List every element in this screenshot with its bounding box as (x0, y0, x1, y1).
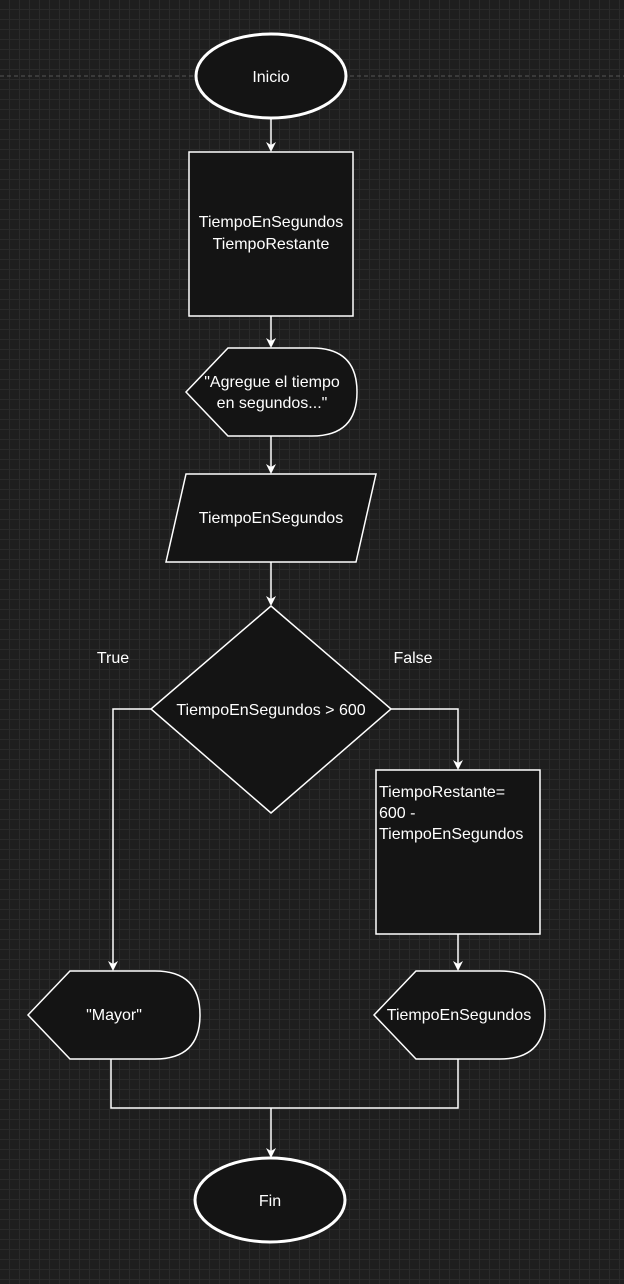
display-true[interactable]: "Mayor" (26, 970, 201, 1060)
process-line3: TiempoEnSegundos (379, 826, 523, 843)
decision-diamond[interactable]: TiempoEnSegundos > 600 (149, 605, 393, 814)
calc-process[interactable]: TiempoRestante= 600 - TiempoEnSegundos (375, 769, 541, 935)
decision-label: TiempoEnSegundos > 600 (176, 702, 365, 719)
edge-decision-false (391, 708, 463, 770)
declare-line2: TiempoRestante (213, 236, 330, 253)
edge-false-merge (271, 1059, 459, 1109)
declare-line1: TiempoEnSegundos (199, 214, 343, 231)
display-true-label: "Mayor" (86, 1007, 142, 1024)
end-terminator[interactable]: Fin (193, 1156, 347, 1244)
declare-process[interactable]: TiempoEnSegundos TiempoRestante (188, 151, 354, 317)
prompt-line2: en segundos..." (217, 395, 328, 412)
true-branch-label: True (97, 650, 129, 667)
prompt-display[interactable]: "Agregue el tiempo en segundos..." (184, 347, 358, 437)
input-data[interactable]: TiempoEnSegundos (165, 473, 377, 563)
start-label: Inicio (252, 69, 289, 86)
end-label: Fin (259, 1193, 281, 1210)
display-false[interactable]: TiempoEnSegundos (372, 970, 546, 1060)
prompt-line1: "Agregue el tiempo (204, 374, 340, 391)
edge-decision-true (108, 708, 151, 971)
false-branch-label: False (393, 650, 432, 667)
display-false-label: TiempoEnSegundos (387, 1007, 531, 1024)
edge-true-merge (110, 1059, 271, 1109)
process-line1: TiempoRestante= (379, 784, 505, 801)
process-line2: 600 - (379, 805, 415, 822)
start-terminator[interactable]: Inicio (194, 32, 348, 120)
edges (108, 118, 463, 1158)
input-label: TiempoEnSegundos (199, 510, 343, 527)
